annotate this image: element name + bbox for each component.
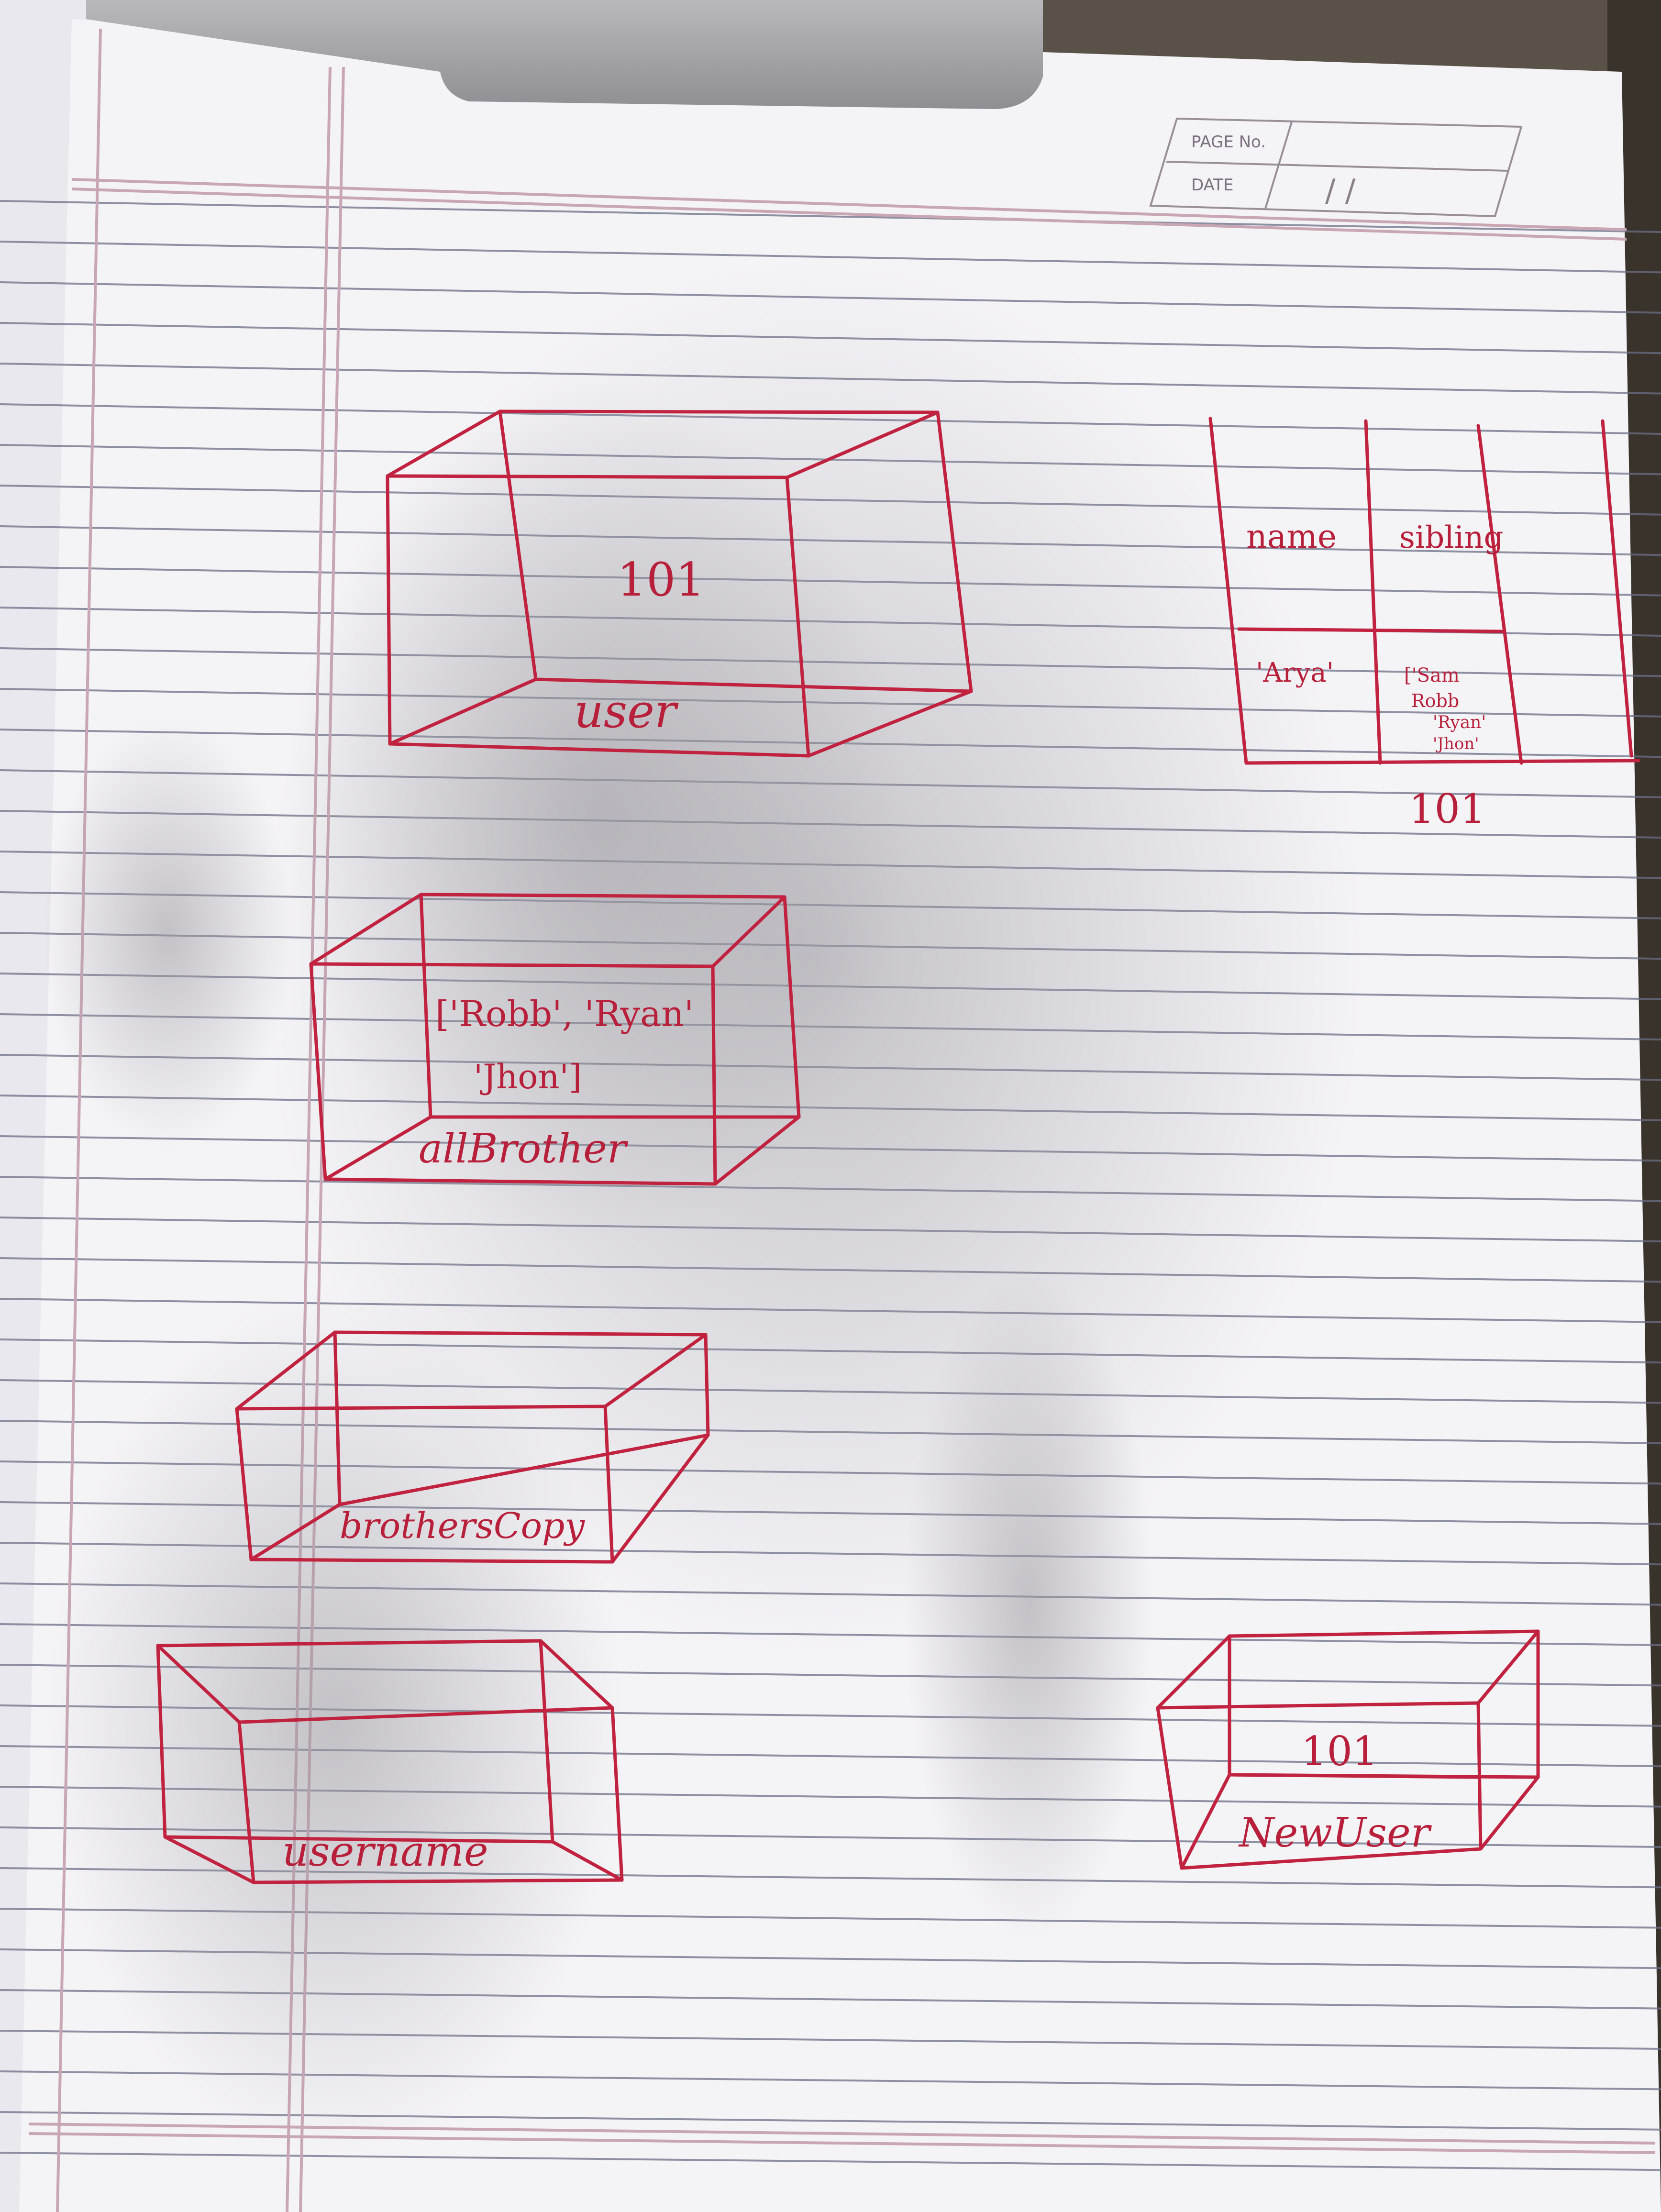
page-date-box: PAGE No. DATE / / bbox=[1149, 117, 1523, 218]
ruled-line bbox=[0, 200, 1661, 233]
username-label: username bbox=[282, 1828, 488, 1876]
table-cell-name-value: 'Arya' bbox=[1256, 657, 1334, 688]
table-cell-sibling-line2: Robb bbox=[1411, 690, 1459, 711]
page-no-label: PAGE No. bbox=[1191, 133, 1266, 152]
table-header-name: name bbox=[1246, 518, 1337, 556]
laptop-edge bbox=[86, 0, 1043, 109]
new-user-label: NewUser bbox=[1238, 1809, 1432, 1856]
date-label: DATE bbox=[1191, 176, 1233, 195]
all-brother-label: allBrother bbox=[419, 1125, 629, 1172]
new-user-value: 101 bbox=[1301, 1728, 1378, 1775]
table-header-sibling: sibling bbox=[1399, 520, 1503, 555]
date-value: / / bbox=[1325, 173, 1356, 209]
table-cell-sibling-line3: 'Ryan' bbox=[1433, 713, 1486, 732]
user-box-drawing: 101 user bbox=[386, 409, 973, 758]
table-address: 101 bbox=[1409, 785, 1485, 832]
user-box-label: user bbox=[574, 685, 679, 738]
ruled-line bbox=[0, 2152, 1661, 2171]
table-cell-sibling-line4: 'Jhon' bbox=[1433, 734, 1479, 753]
brothers-copy-box-drawing: brothersCopy bbox=[235, 1330, 710, 1564]
user-box-value: 101 bbox=[617, 553, 705, 607]
all-brother-value-line2: 'Jhon'] bbox=[474, 1057, 582, 1096]
all-brother-box-drawing: ['Robb', 'Ryan' 'Jhon'] allBrother bbox=[309, 893, 801, 1186]
brothers-copy-label: brothersCopy bbox=[340, 1505, 585, 1547]
username-box-drawing: username bbox=[156, 1639, 624, 1884]
user-object-table: name sibling 'Arya' ['Sam Robb 'Ryan' 'J… bbox=[1208, 417, 1640, 832]
ruled-line bbox=[0, 241, 1661, 274]
hand-shadow bbox=[43, 263, 1363, 2153]
table-cell-sibling-line1: ['Sam bbox=[1404, 664, 1460, 686]
new-user-box-drawing: 101 NewUser bbox=[1156, 1629, 1540, 1870]
all-brother-value-line1: ['Robb', 'Ryan' bbox=[435, 994, 694, 1035]
